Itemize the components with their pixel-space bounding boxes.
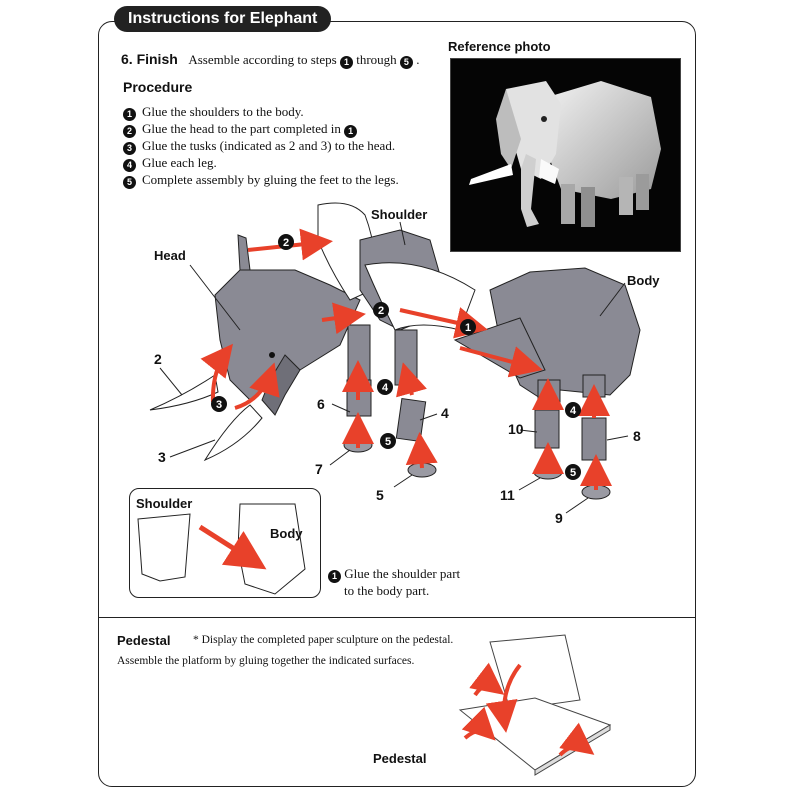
inset-note-line1: Glue the shoulder part: [344, 566, 460, 581]
inset-note: 1 Glue the shoulder part to the body par…: [328, 566, 460, 598]
part-number-7: 7: [315, 461, 323, 477]
svg-text:5: 5: [570, 467, 576, 479]
inset-shoulder-label: Shoulder: [136, 496, 192, 511]
section-divider: [98, 617, 696, 618]
leg-part-10: [535, 410, 559, 448]
svg-text:4: 4: [382, 382, 389, 394]
step-marker-2b: 2: [373, 302, 389, 318]
inset-note-marker: 1: [328, 570, 341, 583]
inset-note-line2: to the body part.: [328, 583, 429, 598]
svg-text:4: 4: [570, 405, 577, 417]
pedestal-note: * Display the completed paper sculpture …: [193, 634, 453, 646]
shoulder-label: Shoulder: [371, 207, 427, 222]
svg-text:5: 5: [385, 436, 391, 448]
step-marker-4a: 4: [377, 379, 393, 395]
body-label: Body: [627, 273, 660, 288]
svg-text:1: 1: [465, 322, 471, 334]
part-number-8: 8: [633, 428, 641, 444]
head-label: Head: [154, 248, 186, 263]
tusk-part-3: [205, 405, 262, 460]
part-number-9: 9: [555, 510, 563, 526]
leg-part-8: [582, 418, 606, 460]
pedestal-diagram: [440, 630, 620, 780]
pedestal-instruction: Assemble the platform by gluing together…: [117, 655, 414, 667]
shoulder-detail-inset: Shoulder Body: [129, 488, 321, 598]
shoulder-part: [348, 230, 475, 385]
inset-body-label: Body: [270, 526, 303, 541]
tusk-part-2: [150, 375, 218, 410]
part-number-2: 2: [154, 351, 162, 367]
step-marker-4b: 4: [565, 402, 581, 418]
part-number-10: 10: [508, 421, 524, 437]
step-marker-5b: 5: [565, 464, 581, 480]
svg-text:2: 2: [283, 237, 289, 249]
pedestal-heading: Pedestal: [117, 633, 170, 648]
step-marker-5a: 5: [380, 433, 396, 449]
part-number-4: 4: [441, 405, 449, 421]
step-marker-1: 1: [460, 319, 476, 335]
part-number-5: 5: [376, 487, 384, 503]
step-marker-3: 3: [211, 396, 227, 412]
step-marker-2a: 2: [278, 234, 294, 250]
svg-text:2: 2: [378, 305, 384, 317]
pedestal-label: Pedestal: [373, 751, 426, 766]
body-part: [455, 268, 640, 402]
part-number-6: 6: [317, 396, 325, 412]
part-number-3: 3: [158, 449, 166, 465]
part-number-11: 11: [500, 487, 515, 503]
svg-text:3: 3: [216, 399, 222, 411]
